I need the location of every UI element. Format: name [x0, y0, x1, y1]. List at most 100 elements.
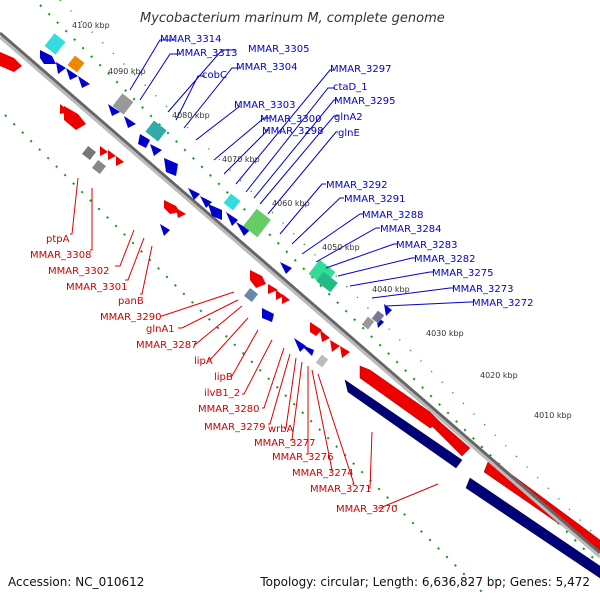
reverse-gene-6 [124, 116, 136, 128]
reverse-gene-5 [108, 104, 120, 116]
gene-label: MMAR_3274 [292, 468, 354, 479]
gene-label: MMAR_3301 [66, 282, 128, 293]
gene-label: MMAR_3298 [262, 126, 324, 137]
gene-label: MMAR_3302 [48, 266, 110, 277]
cyan-gene-block-2 [145, 120, 167, 142]
reverse-gene-9 [164, 158, 178, 176]
reverse-gene-1 [40, 50, 56, 64]
gray-gene-block-7 [315, 354, 329, 368]
forward-gene-mid-3 [250, 270, 266, 288]
gene-label: MMAR_3287 [136, 340, 198, 351]
reverse-gene-7 [138, 134, 150, 148]
gene-label: MMAR_3284 [380, 224, 442, 235]
gene-label: MMAR_3273 [452, 284, 514, 295]
reverse-gene-19 [300, 344, 314, 356]
gene-label: cobC [202, 70, 227, 81]
gene-label: MMAR_3283 [396, 240, 458, 251]
gene-label: MMAR_3305 [248, 44, 310, 55]
gene-label: MMAR_3279 [204, 422, 266, 433]
reverse-gene-12 [208, 204, 222, 220]
forward-gene-left-5 [116, 156, 124, 166]
gene-label: panB [118, 296, 144, 307]
gene-label: glnA2 [334, 112, 363, 123]
gene-label: MMAR_3280 [198, 404, 260, 415]
gene-label: MMAR_3277 [254, 438, 316, 449]
gene-label: MMAR_3297 [330, 64, 392, 75]
forward-gene-mid-1 [164, 200, 180, 214]
forward-gene-left-2 [60, 104, 70, 114]
forward-gene-ptpA-area [0, 52, 22, 72]
forward-gene-mid-7 [310, 322, 322, 336]
gene-label: MMAR_3313 [176, 48, 238, 59]
tick-4020: 4020 kbp [480, 371, 518, 380]
gene-label: MMAR_3270 [336, 504, 398, 515]
gene-label: MMAR_3295 [334, 96, 396, 107]
gray-gene-block-1 [112, 93, 134, 115]
gene-label: MMAR_3290 [100, 312, 162, 323]
tick-4060: 4060 kbp [272, 199, 310, 208]
reverse-gene-8 [150, 144, 162, 156]
gene-label: lipB [214, 372, 233, 383]
reverse-gene-17 [262, 308, 274, 322]
tick-4040: 4040 kbp [372, 285, 410, 294]
gene-label: MMAR_3276 [272, 452, 334, 463]
forward-gene-mid-5 [276, 290, 284, 300]
gene-label: ptpA [46, 234, 70, 245]
forward-gene-mid-10 [340, 346, 350, 358]
tick-guide-outer-bottom [4, 114, 486, 596]
gene-label: glnE [338, 128, 360, 139]
gray-gene-block-2 [81, 145, 97, 161]
tick-4080: 4080 kbp [172, 111, 210, 120]
green-gene-block-3 [316, 271, 338, 293]
reverse-gene-large-1 [344, 379, 463, 469]
gene-label: MMAR_3303 [234, 100, 296, 111]
forward-gene-left-3 [100, 146, 108, 156]
reverse-leader-lines [129, 39, 474, 307]
gene-label: ilvB1_2 [204, 388, 240, 399]
reverse-gene-18 [294, 338, 306, 352]
gene-label: MMAR_3272 [472, 298, 534, 309]
tick-4100: 4100 kbp [72, 21, 110, 30]
gene-label: MMAR_3308 [30, 250, 92, 261]
reverse-gene-10 [188, 188, 200, 200]
reverse-gene-2 [56, 62, 66, 74]
forward-gene-mid-2 [176, 208, 186, 218]
reverse-gene-large-2 [465, 477, 600, 579]
green-gene-block-1 [243, 208, 271, 238]
gene-label: lipA [194, 356, 213, 367]
accession-text: Accession: NC_010612 [8, 575, 144, 589]
gene-label: MMAR_3291 [344, 194, 406, 205]
gene-label: MMAR_3271 [310, 484, 372, 495]
gene-label: MMAR_3304 [236, 62, 298, 73]
tick-4050: 4050 kbp [322, 243, 360, 252]
map-title: Mycobacterium marinum M, complete genome [140, 11, 445, 26]
gene-label: MMAR_3282 [414, 254, 476, 265]
gene-label: MMAR_3314 [160, 34, 222, 45]
gene-label: MMAR_3300 [260, 114, 322, 125]
forward-gene-left-4 [108, 150, 116, 160]
forward-leader-lines [70, 177, 439, 509]
reverse-gene-4 [78, 76, 90, 88]
genome-backbone-dark [0, 31, 600, 555]
reverse-gene-16 [160, 224, 170, 236]
gene-label: MMAR_3275 [432, 268, 494, 279]
gene-label: ctaD_1 [333, 82, 368, 93]
cyan-gene-block-1 [44, 33, 66, 55]
cyan-gene-block-3 [223, 193, 241, 211]
orange-gene-block [67, 55, 85, 73]
tick-4070: 4070 kbp [222, 155, 260, 164]
gene-label: glnA1 [146, 324, 175, 335]
forward-gene-mid-9 [330, 340, 340, 352]
reverse-gene-21 [384, 304, 392, 316]
tick-4090: 4090 kbp [108, 67, 146, 76]
gray-gene-block-4 [243, 287, 259, 303]
forward-gene-labels: ptpA MMAR_3308 MMAR_3302 MMAR_3301 panB … [30, 234, 398, 515]
genome-summary-text: Topology: circular; Length: 6,636,827 bp… [259, 575, 590, 589]
gene-label: MMAR_3292 [326, 180, 388, 191]
reverse-gene-3 [66, 68, 78, 80]
forward-gene-large-2 [429, 421, 471, 457]
gene-label: wrbA [268, 424, 294, 435]
gray-gene-block-3 [91, 159, 107, 175]
reverse-gene-13 [226, 212, 238, 226]
